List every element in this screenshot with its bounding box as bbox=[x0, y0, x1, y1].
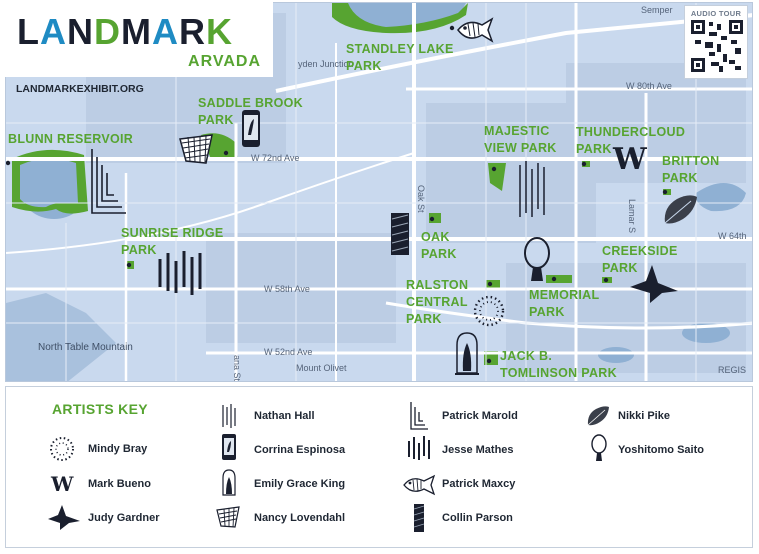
logo-letter: R bbox=[179, 11, 206, 52]
key-bell-jar-icon bbox=[222, 469, 236, 496]
place-regis: REGIS bbox=[718, 365, 747, 375]
thin-bars-icon[interactable] bbox=[516, 159, 550, 219]
artist-patrick-maxcy: Patrick Maxcy bbox=[442, 478, 516, 490]
artist-patrick-marold: Patrick Marold bbox=[442, 410, 518, 422]
logo-letter: M bbox=[121, 11, 152, 52]
street-lamar: Lamar S bbox=[627, 199, 637, 234]
key-ring-icon bbox=[591, 434, 607, 461]
street-w58: W 58th Ave bbox=[264, 284, 310, 294]
park-thundercloud[interactable]: THUNDERCLOUD PARK bbox=[576, 125, 686, 156]
logo-letter: A bbox=[152, 11, 179, 52]
key-phone-icon bbox=[222, 434, 236, 460]
qr-code-icon[interactable] bbox=[691, 20, 743, 72]
svg-text:W: W bbox=[50, 473, 74, 495]
key-thin-bars-icon bbox=[222, 404, 236, 428]
woven-sculpture-icon[interactable] bbox=[178, 131, 214, 167]
park-sunrise-ridge[interactable]: SUNRISE RIDGE PARK bbox=[121, 226, 224, 257]
key-title: ARTISTS KEY bbox=[52, 401, 148, 417]
key-origami-crane-icon bbox=[48, 505, 80, 530]
street-ydenjct: yden Junction bbox=[298, 59, 354, 69]
park-jack-tomlinson[interactable]: JACK B. TOMLINSON PARK bbox=[500, 349, 617, 380]
street-oak: Oak St bbox=[416, 185, 426, 213]
artist-yoshitomo-saito: Yoshitomo Saito bbox=[618, 444, 704, 456]
qr-label: AUDIO TOUR bbox=[690, 9, 742, 18]
tall-block-icon[interactable] bbox=[389, 211, 411, 257]
logo-letter: N bbox=[67, 11, 94, 52]
logo-letter: L bbox=[17, 11, 40, 52]
street-w52: W 52nd Ave bbox=[264, 347, 313, 357]
artist-nancy-lovendahl: Nancy Lovendahl bbox=[254, 512, 346, 524]
qr-code-panel[interactable]: AUDIO TOUR bbox=[684, 5, 748, 79]
map[interactable]: Semper W 80th Ave W 72nd Ave W 64th W 58… bbox=[5, 2, 753, 382]
dotted-circle-icon[interactable] bbox=[471, 293, 507, 329]
park-oak[interactable]: OAK PARK bbox=[421, 230, 457, 261]
svg-text:W: W bbox=[612, 142, 648, 175]
logo-city: ARVADA bbox=[188, 53, 261, 70]
blackletter-w-icon[interactable]: W bbox=[611, 141, 651, 175]
street-w64: W 64th bbox=[718, 231, 747, 241]
bell-jar-icon[interactable] bbox=[454, 331, 480, 377]
fish-icon[interactable] bbox=[454, 15, 494, 45]
park-creekside[interactable]: CREEKSIDE PARK bbox=[602, 244, 678, 275]
artist-corrina-espinosa: Corrina Espinosa bbox=[254, 444, 346, 456]
artist-mark-bueno: Mark Bueno bbox=[88, 478, 151, 490]
artist-judy-gardner: Judy Gardner bbox=[88, 512, 160, 524]
artist-nathan-hall: Nathan Hall bbox=[254, 410, 315, 422]
street-w80: W 80th Ave bbox=[626, 81, 672, 91]
street-semper: Semper bbox=[641, 5, 673, 15]
park-memorial[interactable]: MEMORIAL PARK bbox=[529, 288, 600, 319]
street-w72: W 72nd Ave bbox=[251, 153, 300, 163]
logo-letter: K bbox=[206, 11, 233, 52]
key-woven-sculpture-icon bbox=[216, 506, 240, 528]
park-saddle-brook[interactable]: SADDLE BROOK PARK bbox=[198, 96, 303, 127]
ring-icon[interactable] bbox=[522, 235, 552, 283]
key-dotted-circle-icon bbox=[50, 437, 74, 461]
artist-nikki-pike: Nikki Pike bbox=[618, 410, 670, 422]
park-ralston-central[interactable]: RALSTON CENTRAL PARK bbox=[406, 278, 469, 326]
stepped-lines-icon[interactable] bbox=[88, 147, 128, 215]
logo-letter: A bbox=[40, 11, 67, 52]
vertical-bars-icon[interactable] bbox=[154, 249, 206, 297]
leaf-icon[interactable] bbox=[661, 193, 699, 227]
place-mount-olivet: Mount Olivet bbox=[296, 363, 347, 373]
phone-icon[interactable] bbox=[240, 109, 262, 149]
artist-emily-grace-king: Emily Grace King bbox=[254, 478, 346, 490]
map-base bbox=[6, 3, 752, 381]
key-leaf-icon bbox=[587, 406, 609, 426]
artists-key: ARTISTS KEY Mindy Bray W Mark Bueno Judy… bbox=[5, 386, 753, 548]
artist-jesse-mathes: Jesse Mathes bbox=[442, 444, 514, 456]
artist-collin-parson: Collin Parson bbox=[442, 512, 513, 524]
street-alkire: ana St bbox=[232, 355, 242, 382]
key-blackletter-w-icon: W bbox=[50, 473, 74, 495]
logo-letter: D bbox=[94, 11, 121, 52]
website-link[interactable]: LANDMARKEXHIBIT.ORG bbox=[16, 83, 144, 95]
key-vertical-bars-icon bbox=[408, 436, 430, 460]
key-stepped-lines-icon bbox=[410, 402, 428, 430]
key-fish-icon bbox=[403, 474, 436, 496]
park-standley-lake[interactable]: STANDLEY LAKE PARK bbox=[346, 42, 454, 73]
origami-crane-icon[interactable] bbox=[628, 263, 680, 305]
park-majestic-view[interactable]: MAJESTIC VIEW PARK bbox=[484, 124, 557, 155]
artist-mindy-bray: Mindy Bray bbox=[88, 443, 148, 455]
key-tall-block-icon bbox=[413, 504, 425, 532]
park-britton[interactable]: BRITTON PARK bbox=[662, 154, 720, 185]
park-blunn-reservoir[interactable]: BLUNN RESERVOIR bbox=[8, 132, 134, 146]
logo-wordmark: LANDMARK bbox=[17, 12, 233, 52]
logo-panel: LANDMARK ARVADA bbox=[5, 2, 273, 77]
place-north-table: North Table Mountain bbox=[38, 342, 133, 353]
